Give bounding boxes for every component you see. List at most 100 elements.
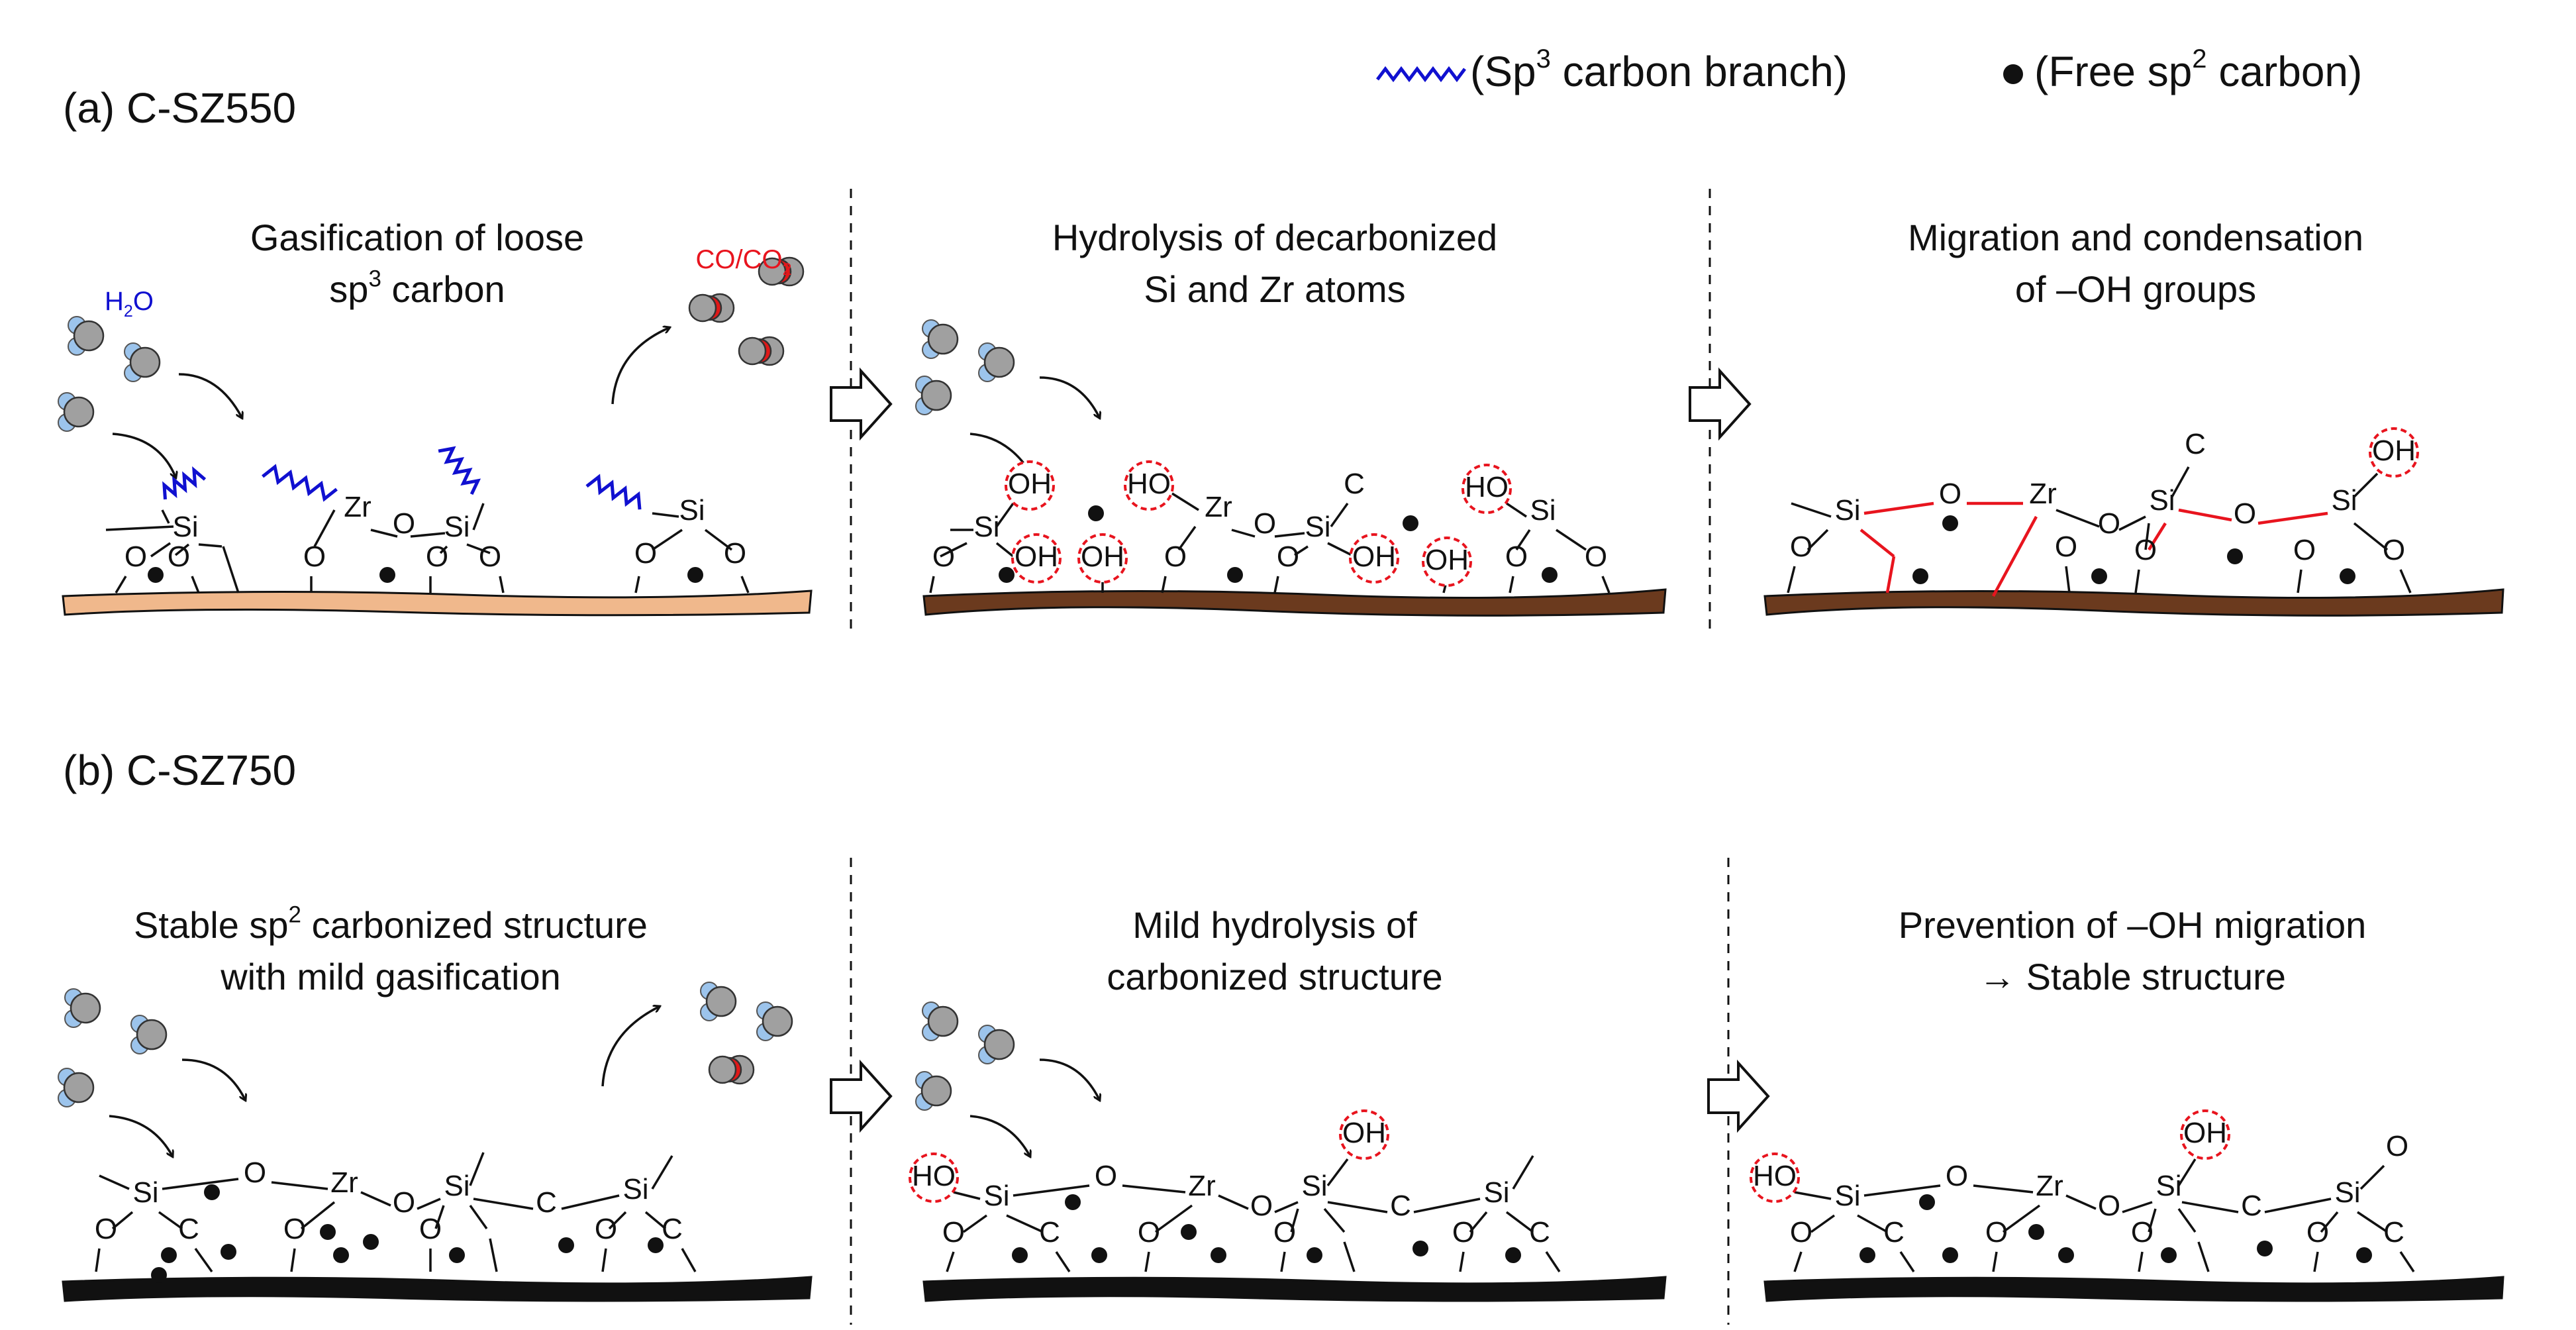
motion-arrow [178, 373, 242, 417]
atom-label: HO [1127, 468, 1171, 500]
flow-arrows [830, 367, 1770, 1133]
substrate-a2-brown [922, 588, 1667, 617]
stage-caption-line: Mild hydrolysis of [1132, 904, 1417, 946]
sp2-carbon-dot [1403, 515, 1418, 531]
atom-label: C [1039, 1216, 1060, 1249]
sp2-carbon-dot [999, 567, 1015, 583]
atom-o: O [2306, 1216, 2329, 1249]
atom-oh: OH [1422, 537, 1472, 587]
bond [1859, 529, 1895, 558]
bond [1330, 502, 1349, 528]
atom-o: O [1985, 1216, 2008, 1249]
bond [2056, 509, 2100, 528]
atom-label: C [1883, 1216, 1905, 1249]
stage-caption-line: Migration and condensation [1908, 217, 2363, 258]
bond [370, 529, 398, 538]
bond [158, 1211, 183, 1230]
atom-label: O [1790, 531, 1812, 563]
atom-label: Si [132, 1176, 158, 1209]
bond [194, 1247, 213, 1273]
bond [1506, 502, 1527, 518]
bond [2197, 1241, 2210, 1272]
bond [704, 529, 733, 551]
atom-label: Si [2331, 484, 2357, 517]
flow-arrow-icon [830, 1059, 893, 1133]
motion-arrow [969, 1115, 1030, 1156]
atom-label: O [124, 540, 147, 573]
hydroxyl-highlight-circle [1422, 537, 1472, 587]
bond [1161, 576, 1167, 593]
bond [1515, 529, 1531, 550]
atom-label: OH [2372, 435, 2416, 467]
atom-label: Zr [1188, 1170, 1216, 1202]
bond [222, 546, 240, 593]
sp2-carbon-dot [2356, 1247, 2372, 1263]
bond [740, 576, 750, 593]
bond [1290, 1208, 1299, 1233]
atom-label: O [1452, 1216, 1475, 1249]
bond [191, 576, 200, 593]
atom-c: C [2185, 428, 2206, 460]
water-molecule-icon [915, 1071, 952, 1111]
bond [2118, 515, 2146, 531]
atom-label: O [634, 537, 657, 570]
bond [1863, 501, 1934, 515]
bond [1006, 1214, 1044, 1233]
motion-arrow [1039, 1058, 1099, 1100]
bond [1793, 1251, 1803, 1272]
atom-label: O [2055, 531, 2077, 563]
atom-oh: OH [1005, 460, 1055, 511]
sp2-carbon-dot [1091, 1247, 1107, 1263]
atom-o: O [1164, 540, 1187, 573]
atom-o: O [95, 1213, 117, 1245]
h2o-label: H2O [105, 287, 154, 321]
bond [2171, 466, 2190, 497]
atom-o: O [1254, 507, 1276, 540]
atom-label: Si [1301, 1170, 1327, 1202]
atom-label: O [2386, 1130, 2408, 1162]
atom-label: Si [622, 1173, 648, 1205]
legend-sp2-text: (Free sp2 carbon) [2034, 44, 2362, 95]
atom-label: Si [1834, 1180, 1860, 1212]
bond [940, 542, 967, 558]
bond [1413, 1198, 1481, 1213]
bond [1787, 566, 1796, 593]
bond [2353, 522, 2389, 551]
co-molecule-icon [758, 256, 805, 287]
substrate-b1-black [62, 1276, 813, 1302]
bond [489, 1238, 498, 1272]
atom-label: O [1585, 540, 1607, 573]
atom-o: O [393, 507, 415, 540]
atom-label: O [426, 540, 448, 573]
sp2-carbon-dot [1012, 1247, 1028, 1263]
atom-label: C [2185, 428, 2206, 460]
atom-o: O [283, 1213, 306, 1245]
atom-c: C [1390, 1190, 1411, 1222]
stage-caption-line: Hydrolysis of decarbonized [1052, 217, 1497, 258]
water-molecule-icon [915, 376, 952, 415]
sp2-carbon-dot [148, 567, 164, 583]
atom-c: C [1344, 468, 1365, 500]
flow-arrow-icon [830, 367, 893, 441]
bond [2134, 569, 2140, 593]
atom-si: Si [2334, 1176, 2360, 1209]
atom-label: Si [973, 511, 999, 543]
sp2-carbon-dot [648, 1237, 664, 1253]
atom-c: C [662, 1213, 683, 1245]
water-molecule-icon [978, 1025, 1015, 1064]
atom-label: O [168, 540, 190, 573]
flow-arrow-icon [1689, 367, 1752, 441]
bond [2257, 511, 2328, 525]
stage-caption-line: with mild gasification [220, 956, 561, 998]
bond [1177, 525, 1197, 551]
atom-zr: Zr [1205, 491, 1232, 523]
atom-o: O [1790, 531, 1812, 563]
sp2-carbon-dot [221, 1244, 236, 1260]
atom-label: Si [1834, 494, 1860, 527]
atom-label: OH [1081, 540, 1124, 573]
atom-label: O [479, 540, 501, 573]
bond [2148, 522, 2167, 551]
atom-si: Si [679, 494, 705, 527]
atom-zr: Zr [1188, 1170, 1216, 1202]
